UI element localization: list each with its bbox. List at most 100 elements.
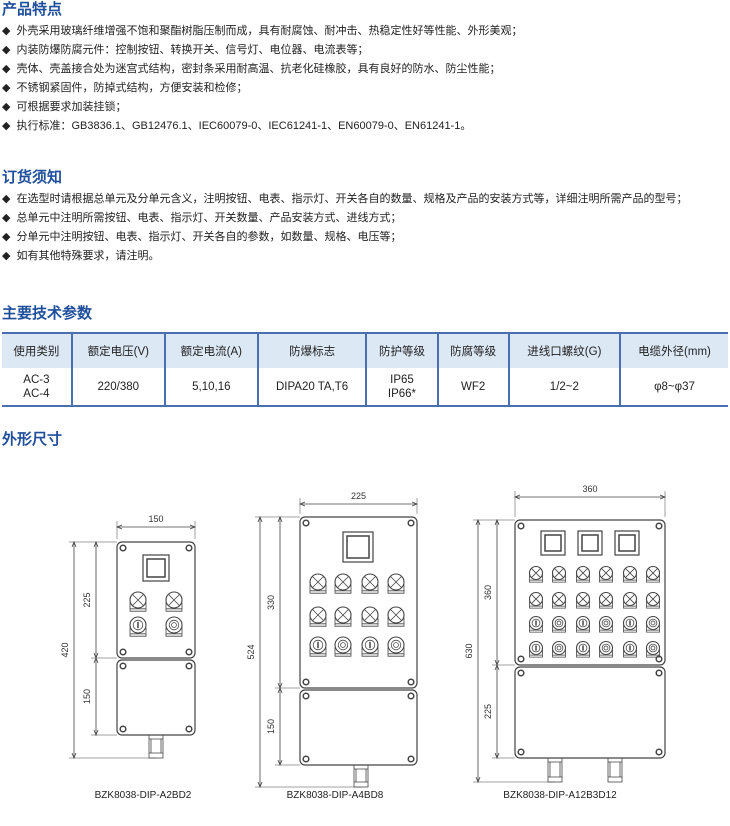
lamp-icon bbox=[645, 565, 661, 583]
screw-icon bbox=[407, 519, 415, 527]
list-item: 在选型时请根据总单元及分单元含义，注明按钮、电表、指示灯、开关各自的数量、规格及… bbox=[2, 190, 687, 209]
lamp-icon bbox=[129, 591, 147, 612]
screw-icon bbox=[185, 662, 193, 670]
meter-icon bbox=[540, 530, 566, 556]
screw-icon bbox=[302, 755, 310, 763]
list-item: 不锈钢紧固件，防掉式结构，方便安装和检修； bbox=[2, 79, 522, 98]
list-item: 总单元中注明所需按钮、电表、指示灯、开关数量、产品安装方式、进线方式； bbox=[2, 209, 687, 228]
column-header: 额定电压(V) bbox=[70, 333, 165, 369]
button-icon bbox=[387, 636, 405, 657]
column-header: 额定电流(A) bbox=[163, 333, 258, 369]
lamp-icon bbox=[387, 606, 405, 627]
lamp-icon bbox=[528, 565, 544, 583]
lamp-icon bbox=[575, 591, 591, 609]
meter-icon bbox=[142, 554, 170, 582]
lamp-icon bbox=[334, 606, 352, 627]
dimension-drawings: 150420225150BZK8038-DIP-A2BD222552433015… bbox=[60, 484, 667, 801]
screw-icon bbox=[517, 748, 525, 756]
table-cell: WF2 bbox=[436, 368, 509, 406]
lamp-icon bbox=[598, 565, 614, 583]
screw-icon bbox=[655, 522, 663, 530]
list-item: 如有其他特殊要求，请注明。 bbox=[2, 247, 687, 266]
switch-icon bbox=[575, 615, 591, 633]
meter-icon bbox=[577, 530, 603, 556]
screw-icon bbox=[407, 692, 415, 700]
list-item: 分单元中注明按钮、电表、指示灯、开关各自的参数，如数量、规格、电压等； bbox=[2, 228, 687, 247]
screw-icon bbox=[185, 725, 193, 733]
lamp-icon bbox=[598, 591, 614, 609]
lamp-icon bbox=[528, 591, 544, 609]
screw-icon bbox=[517, 669, 525, 677]
screw-icon bbox=[302, 678, 310, 686]
list-item: 可根据要求加装挂锁； bbox=[2, 98, 522, 117]
button-icon bbox=[551, 615, 567, 633]
dimension-label: 420 bbox=[60, 642, 70, 657]
button-icon bbox=[645, 640, 661, 658]
screw-icon bbox=[185, 648, 193, 656]
dimension-label: 630 bbox=[464, 643, 474, 658]
column-header: 防腐等级 bbox=[436, 333, 509, 369]
switch-icon bbox=[129, 616, 147, 637]
screw-icon bbox=[655, 669, 663, 677]
button-icon bbox=[645, 615, 661, 633]
column-header: 进线口螺纹(G) bbox=[507, 333, 620, 369]
screw-icon bbox=[407, 678, 415, 686]
table-cell: DIPA20 TA,T6 bbox=[256, 368, 367, 406]
model-label: BZK8038-DIP-A4BD8 bbox=[287, 790, 384, 801]
dimension-label: 524 bbox=[246, 644, 256, 659]
dimension-label: 150 bbox=[266, 719, 276, 734]
lamp-icon bbox=[622, 565, 638, 583]
table-cell: AC-3 AC-4 bbox=[2, 368, 72, 406]
column-header: 防爆标志 bbox=[256, 333, 367, 369]
lamp-icon bbox=[361, 573, 379, 594]
table-cell: 5,10,16 bbox=[163, 368, 258, 406]
ordering-heading: 订货须知 bbox=[2, 169, 63, 186]
lamp-icon bbox=[551, 591, 567, 609]
dimension-label: 150 bbox=[82, 689, 92, 704]
lamp-icon bbox=[334, 573, 352, 594]
table-cell: 220/380 bbox=[70, 368, 165, 406]
column-header: 防护等级 bbox=[365, 333, 438, 369]
switch-icon bbox=[575, 640, 591, 658]
dimension-label: 360 bbox=[582, 484, 597, 494]
column-header: 使用类别 bbox=[2, 333, 72, 369]
button-icon bbox=[598, 640, 614, 658]
table-cell: φ8~φ37 bbox=[618, 368, 728, 406]
model-label: BZK8038-DIP-A2BD2 bbox=[95, 790, 192, 801]
dimension-label: 225 bbox=[82, 592, 92, 607]
lamp-icon bbox=[551, 565, 567, 583]
screw-icon bbox=[655, 748, 663, 756]
meter-icon bbox=[342, 531, 374, 563]
list-item: 内装防爆防腐元件：控制按钮、转换开关、信号灯、电位器、电流表等； bbox=[2, 41, 522, 60]
list-item: 外壳采用玻璃纤维增强不饱和聚酯树脂压制而成，具有耐腐蚀、耐冲击、热稳定性好等性能… bbox=[2, 22, 522, 41]
specs-table: 使用类别额定电压(V)额定电流(A)防爆标志防护等级防腐等级进线口螺纹(G)电缆… bbox=[2, 332, 728, 407]
lamp-icon bbox=[165, 591, 183, 612]
switch-icon bbox=[528, 640, 544, 658]
screw-icon bbox=[119, 662, 127, 670]
cable-gland-icon bbox=[607, 757, 623, 783]
meter-icon bbox=[614, 530, 640, 556]
lamp-icon bbox=[387, 573, 405, 594]
screw-icon bbox=[655, 655, 663, 663]
switch-icon bbox=[622, 615, 638, 633]
screw-icon bbox=[302, 692, 310, 700]
model-label: BZK8038-DIP-A12B3D12 bbox=[503, 790, 617, 801]
lamp-icon bbox=[575, 565, 591, 583]
screw-icon bbox=[517, 522, 525, 530]
dimensions-heading: 外形尺寸 bbox=[2, 431, 63, 448]
screw-icon bbox=[517, 655, 525, 663]
lamp-icon bbox=[309, 573, 327, 594]
screw-icon bbox=[185, 544, 193, 552]
button-icon bbox=[334, 636, 352, 657]
screw-icon bbox=[119, 725, 127, 733]
table-cell: 1/2~2 bbox=[507, 368, 620, 406]
button-icon bbox=[598, 615, 614, 633]
specs-heading: 主要技术参数 bbox=[2, 305, 93, 322]
switch-icon bbox=[309, 636, 327, 657]
column-header: 电缆外径(mm) bbox=[618, 333, 728, 369]
screw-icon bbox=[407, 755, 415, 763]
dimension-label: 150 bbox=[148, 514, 163, 524]
dimension-label: 330 bbox=[266, 595, 276, 610]
